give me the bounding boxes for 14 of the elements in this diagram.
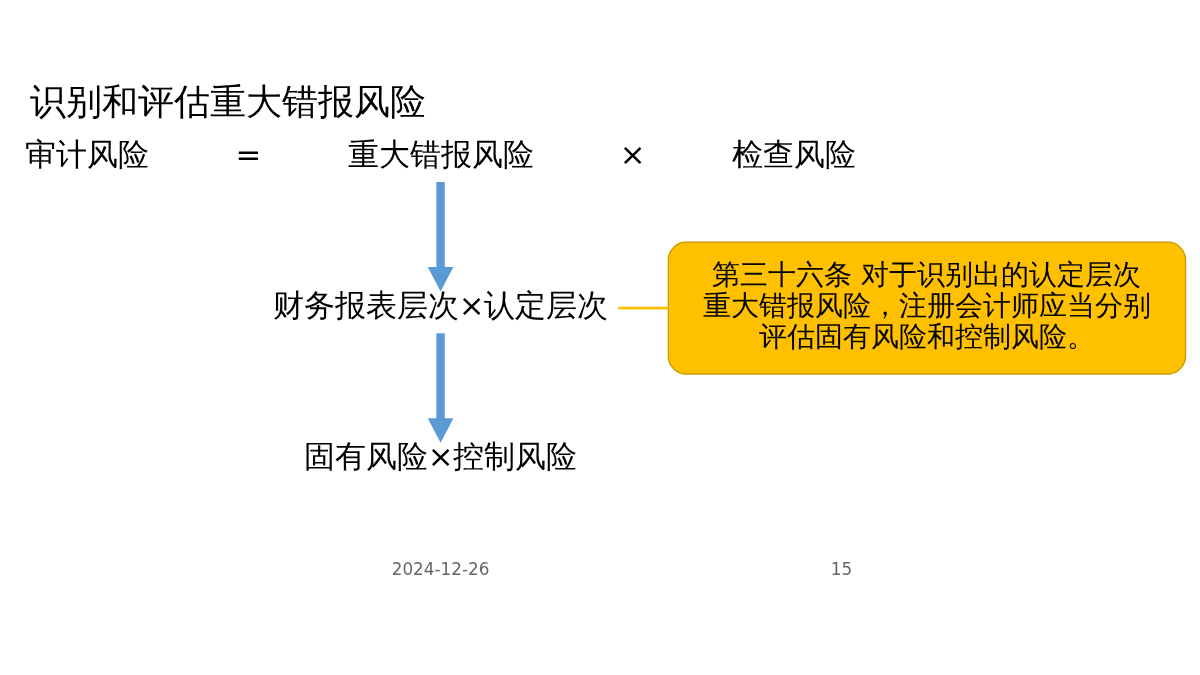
connector bbox=[618, 306, 669, 310]
label: = bbox=[235, 135, 262, 172]
arrow bbox=[427, 333, 454, 443]
diagram-title: 识别和评估重大错报风险 bbox=[30, 80, 427, 124]
node-text: 财务报表层次×认定层次 bbox=[272, 286, 609, 323]
label: 检查风险 bbox=[731, 135, 856, 172]
node-text: 重大错报风险 bbox=[347, 135, 534, 172]
label: 2024-12-26 bbox=[391, 558, 490, 579]
arrow bbox=[427, 181, 454, 292]
node-box: 第三十六条 对于识别出的认定层次重大错报风险，注册会计师应当分别评估固有风险和控制风险。 bbox=[667, 241, 1187, 375]
label: 审计风险 bbox=[25, 135, 150, 172]
label: × bbox=[619, 135, 646, 172]
node-text: 固有风险×控制风险 bbox=[303, 438, 578, 475]
label: 15 bbox=[830, 558, 853, 579]
